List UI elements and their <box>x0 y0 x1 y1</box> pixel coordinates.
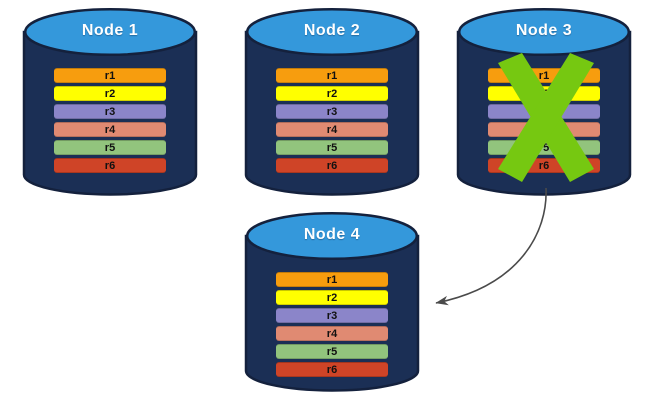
row-r2[interactable]: r2 <box>276 86 388 101</box>
row-r2[interactable]: r2 <box>488 86 600 101</box>
row-r4[interactable]: r4 <box>488 122 600 137</box>
row-r5[interactable]: r5 <box>54 140 166 155</box>
row-r1[interactable]: r1 <box>488 68 600 83</box>
cylinder-top-ellipse <box>245 7 419 57</box>
row-r4[interactable]: r4 <box>276 122 388 137</box>
row-r4[interactable]: r4 <box>54 122 166 137</box>
cylinder-top-ellipse <box>457 7 631 57</box>
row-r5[interactable]: r5 <box>276 344 388 359</box>
row-r1[interactable]: r1 <box>276 68 388 83</box>
row-r2[interactable]: r2 <box>54 86 166 101</box>
row-r6[interactable]: r6 <box>488 158 600 173</box>
row-r3[interactable]: r3 <box>488 104 600 119</box>
row-r1[interactable]: r1 <box>54 68 166 83</box>
row-r2[interactable]: r2 <box>276 290 388 305</box>
row-r3[interactable]: r3 <box>54 104 166 119</box>
row-r5[interactable]: r5 <box>276 140 388 155</box>
row-r6[interactable]: r6 <box>54 158 166 173</box>
row-r5[interactable]: r5 <box>488 140 600 155</box>
row-r6[interactable]: r6 <box>276 362 388 377</box>
cylinder-top-ellipse <box>23 7 197 57</box>
row-r1[interactable]: r1 <box>276 272 388 287</box>
row-r4[interactable]: r4 <box>276 326 388 341</box>
row-r3[interactable]: r3 <box>276 308 388 323</box>
row-r3[interactable]: r3 <box>276 104 388 119</box>
row-r6[interactable]: r6 <box>276 158 388 173</box>
cylinder-top-ellipse <box>245 211 419 261</box>
